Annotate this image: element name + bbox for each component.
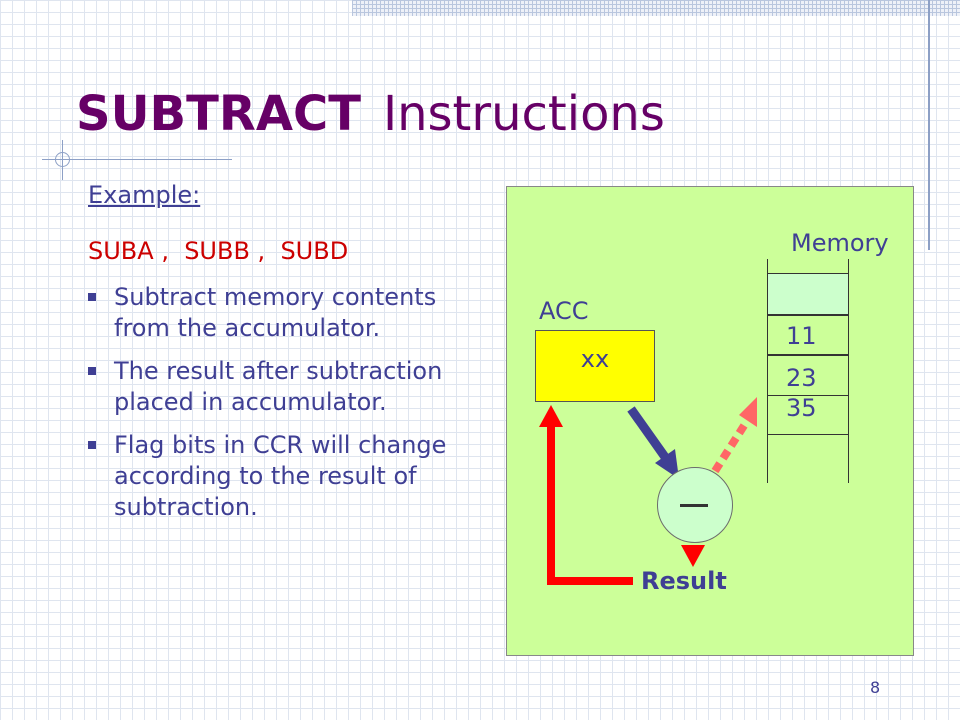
memory-column: 11 23 35 <box>767 259 849 483</box>
memory-cell: 23 <box>768 355 848 395</box>
title-underline <box>42 159 232 160</box>
subtractor-to-memory-arrow <box>711 418 751 474</box>
diagram-arrows <box>539 397 757 585</box>
list-item: The result after subtraction placed in a… <box>88 356 498 418</box>
content-panel: Example: SUBA , SUBB , SUBD Subtract mem… <box>88 178 498 535</box>
slide-title: SUBTRACT Instructions <box>76 86 665 156</box>
acc-label: ACC <box>539 297 589 325</box>
accumulator-box: xx <box>535 330 655 402</box>
acc-to-subtractor-arrow <box>627 406 669 460</box>
list-item: Subtract memory contents from the accumu… <box>88 282 498 344</box>
header-decoration <box>352 0 960 16</box>
result-arrowhead <box>681 545 705 567</box>
square-bullet-icon <box>88 293 96 301</box>
result-return-arrowhead <box>539 405 563 427</box>
page-number: 8 <box>870 678 881 697</box>
right-rule <box>928 0 930 250</box>
square-bullet-icon <box>88 367 96 375</box>
result-label: Result <box>641 567 727 595</box>
memory-cell-empty <box>768 273 848 315</box>
memory-cell: 11 <box>768 315 848 355</box>
acc-to-subtractor-arrowhead <box>655 449 679 479</box>
title-bold: SUBTRACT <box>76 86 361 142</box>
list-item: Flag bits in CCR will change according t… <box>88 430 498 523</box>
bullet-text: Flag bits in CCR will change according t… <box>114 431 447 521</box>
result-return-arrow <box>547 423 633 585</box>
instruction-list: SUBA , SUBB , SUBD <box>88 237 349 265</box>
memory-cell: 35 <box>768 395 848 435</box>
subtractor-to-memory-arrowhead <box>739 397 757 427</box>
bullet-text: The result after subtraction placed in a… <box>114 357 443 416</box>
bullet-text: Subtract memory contents from the accumu… <box>114 283 437 342</box>
title-rest: Instructions <box>382 86 665 142</box>
minus-icon <box>680 504 708 507</box>
subtract-diagram: Memory ACC xx 11 23 35 Result <box>506 186 914 656</box>
title-dot <box>55 152 70 167</box>
bullet-list: Subtract memory contents from the accumu… <box>88 282 498 523</box>
example-label: Example: <box>88 181 201 209</box>
square-bullet-icon <box>88 441 96 449</box>
subtractor-circle <box>657 467 733 543</box>
memory-label: Memory <box>791 229 889 257</box>
